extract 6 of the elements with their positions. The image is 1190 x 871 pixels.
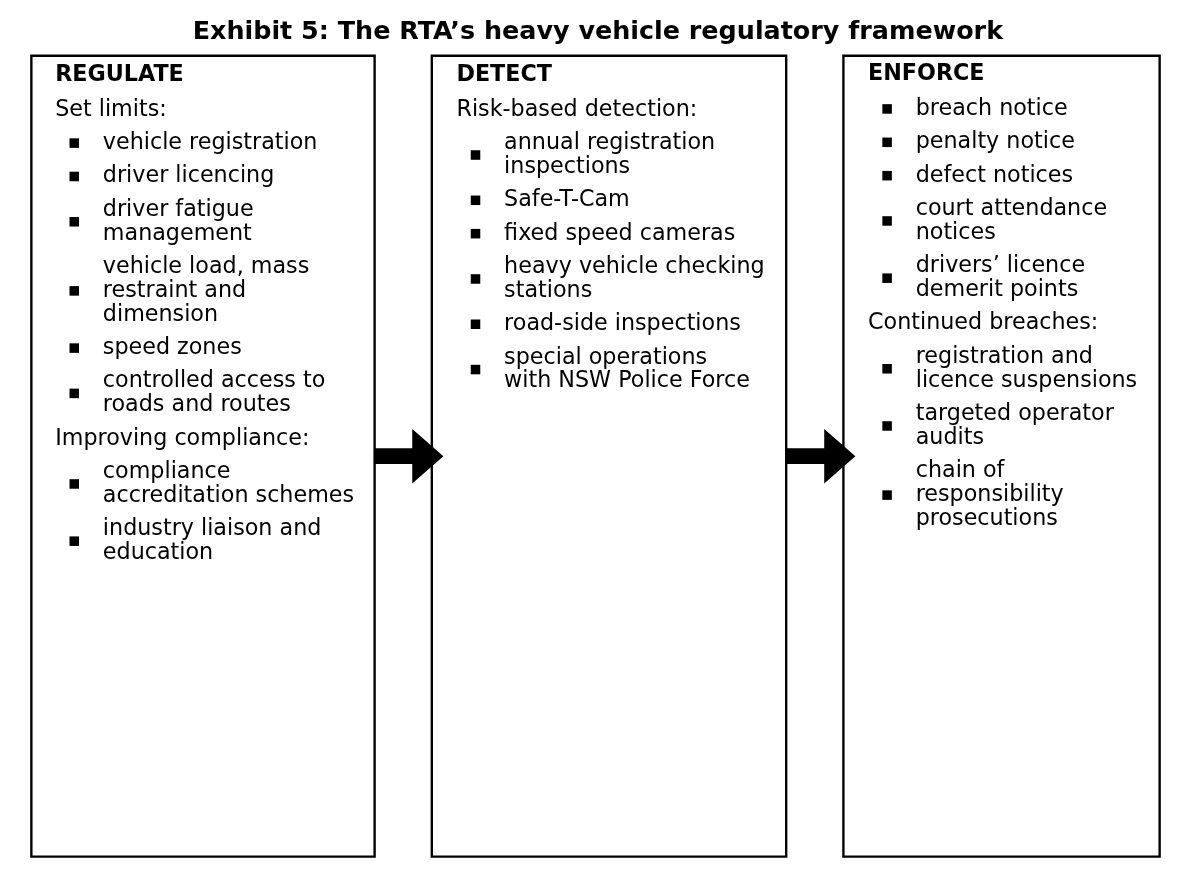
arrow xyxy=(785,428,855,484)
arrow xyxy=(374,428,443,484)
node-box: DETECT Risk-based detection: annual registration inspections Safe-T-Cam fixed speed cameras heavy vehicle checking stations road-side inspections special operations with NSW Police Force xyxy=(430,54,787,858)
node-box: ENFORCE breach notice penalty notice defect notices court attendance notices drivers’ licence demerit points Continued breaches: registration and licence suspensions targeted operator audits chain of responsibility prosecutions xyxy=(841,54,1161,858)
diagram-title: Exhibit 5: The RTA’s heavy vehicle regulatory framework xyxy=(192,15,1003,46)
node-box: REGULATE Set limits: vehicle registration driver licencing driver fatigue management vehicle load, mass restraint and dimension speed zones controlled access to roads and routes Improving compliance: compliance accreditation schemes industry liaison and education xyxy=(29,54,376,858)
